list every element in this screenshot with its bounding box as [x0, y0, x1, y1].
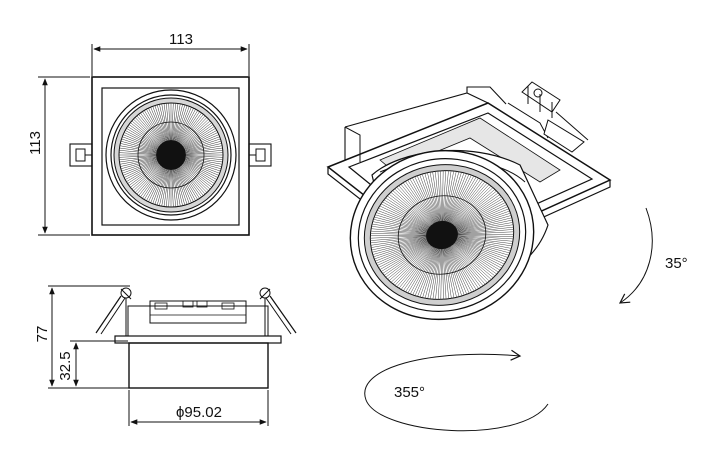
top-view: 113 113 — [27, 31, 272, 236]
left-clip — [69, 143, 93, 167]
height-label: 113 — [27, 131, 44, 155]
diameter-label: ϕ95.02 — [176, 404, 222, 421]
tilt-label: 35° — [665, 255, 688, 272]
width-label: 113 — [169, 31, 193, 48]
perspective-view — [326, 81, 612, 321]
pan-label: 355° — [394, 384, 425, 401]
total-height-label: 77 — [34, 326, 51, 343]
right-clip — [248, 143, 272, 167]
lower-height-label: 32.5 — [57, 351, 74, 380]
left-spring — [95, 287, 132, 336]
right-spring — [259, 287, 297, 336]
perspective-lens — [349, 149, 535, 321]
side-view: 77 32.5 — [34, 285, 297, 426]
tilt-arrow: 35° — [618, 207, 688, 304]
pan-arrow: 355° — [364, 349, 549, 432]
perspective-spring-clip — [521, 81, 589, 153]
top-view-lens — [105, 89, 237, 221]
